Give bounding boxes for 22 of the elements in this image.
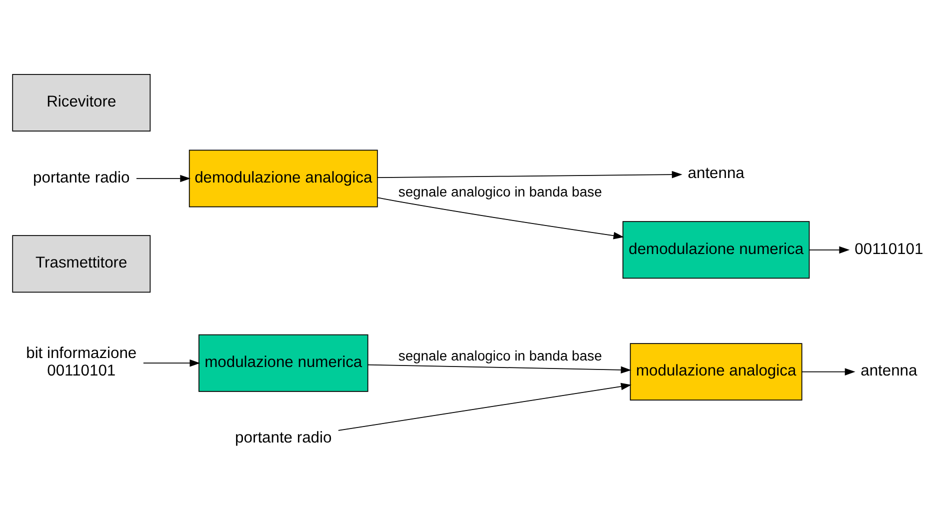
arrow <box>367 364 632 374</box>
node-text: antenna <box>860 362 918 380</box>
arrow <box>808 246 850 254</box>
node-box: demodulazione numerica <box>622 221 810 279</box>
node-box: demodulazione analogica <box>188 150 378 208</box>
node-box: Trasmettitore <box>12 235 151 293</box>
edge-label: segnale analogico in banda base <box>398 347 602 364</box>
arrow <box>377 197 624 240</box>
edge-label: segnale analogico in banda base <box>398 184 602 200</box>
arrow <box>143 359 200 367</box>
arrow <box>802 368 856 376</box>
arrow <box>136 174 191 182</box>
node-text: portante radio <box>33 169 130 186</box>
node-text: portante radio <box>235 430 332 447</box>
node-box: Ricevitore <box>12 74 151 132</box>
node-text: bit informazione 00110101 <box>26 345 137 380</box>
node-box: modulazione analogica <box>630 343 802 401</box>
node-box: modulazione numerica <box>198 334 368 392</box>
node-text: antenna <box>688 165 744 182</box>
node-text: 00110101 <box>854 240 924 258</box>
arrow <box>338 382 632 431</box>
arrow <box>377 170 682 178</box>
